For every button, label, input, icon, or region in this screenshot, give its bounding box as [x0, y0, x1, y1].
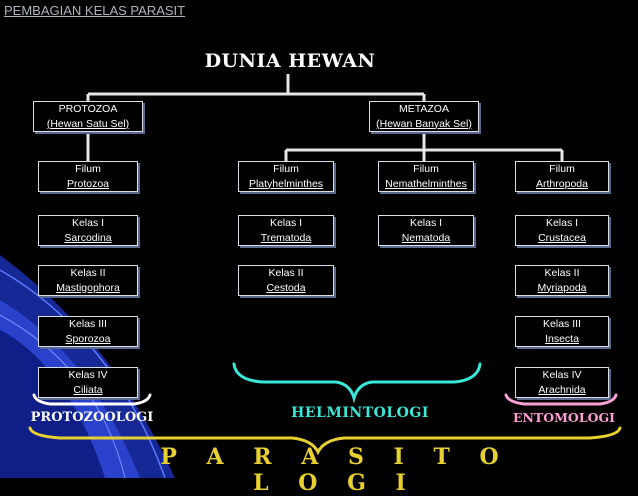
- node-kelas-trematoda: Kelas I Trematoda: [238, 215, 334, 246]
- node-kelas-crustacea: Kelas I Crustacea: [515, 215, 609, 246]
- field-helmintologi: HELMINTOLOGI: [291, 405, 429, 421]
- node-name: PROTOZOA: [58, 102, 118, 115]
- node-line-1: Kelas II: [268, 266, 304, 279]
- node-kelas-mastigophora: Kelas II Mastigophora: [38, 265, 138, 296]
- node-line-1: Kelas I: [269, 216, 303, 229]
- node-kelas-sporozoa: Kelas III Sporozoa: [38, 316, 138, 347]
- node-protozoa: PROTOZOA (Hewan Satu Sel): [33, 101, 143, 132]
- node-filum-nemathelminthes: Filum Nemathelminthes: [378, 161, 474, 192]
- node-line-1: Kelas II: [70, 266, 106, 279]
- node-kelas-arachnida: Kelas IV Arachnida: [515, 367, 609, 398]
- node-line-1: Kelas I: [409, 216, 443, 229]
- node-line-1: Kelas II: [544, 266, 580, 279]
- slide-title: PEMBAGIAN KELAS PARASIT: [4, 3, 186, 18]
- protozoologi-brace: [32, 393, 152, 406]
- field-protozoologi: PROTOZOOLOGI: [30, 410, 154, 425]
- node-line-1: Kelas III: [69, 317, 107, 330]
- slide-background: [0, 74, 622, 478]
- node-line-2: Mastigophora: [56, 281, 120, 294]
- node-kelas-nematoda: Kelas I Nematoda: [378, 215, 474, 246]
- connector-lines: [86, 74, 564, 161]
- node-line-2: Sporozoa: [65, 332, 111, 345]
- node-kelas-insecta: Kelas III Insecta: [515, 316, 609, 347]
- node-kelas-myriapoda: Kelas II Myriapoda: [515, 265, 609, 296]
- node-line-1: Filum: [549, 162, 575, 175]
- node-line-2: Myriapoda: [537, 281, 587, 294]
- helmintologi-brace: [232, 362, 482, 404]
- node-line-2: Insecta: [545, 332, 579, 345]
- node-line-2: Nemathelminthes: [385, 177, 467, 190]
- node-line-2: Arthropoda: [536, 177, 588, 190]
- node-line-2: Protozoa: [66, 177, 110, 190]
- parasitologi-brace: [28, 426, 622, 456]
- field-parasitologi: P A R A S I T O L O G I: [160, 444, 510, 496]
- node-filum-arthropoda: Filum Arthropoda: [515, 161, 609, 192]
- node-line-2: Nematoda: [401, 231, 451, 244]
- node-line-1: Kelas I: [71, 216, 105, 229]
- entomologi-brace: [504, 393, 618, 406]
- node-line-1: Kelas III: [543, 317, 581, 330]
- node-line-1: Filum: [273, 162, 299, 175]
- node-line-1: Kelas I: [545, 216, 579, 229]
- node-line-2: Platyhelminthes: [248, 177, 324, 190]
- node-filum-platyhelminthes: Filum Platyhelminthes: [238, 161, 334, 192]
- node-kelas-sarcodina: Kelas I Sarcodina: [38, 215, 138, 246]
- node-line-1: Kelas IV: [68, 368, 108, 381]
- node-line-1: Filum: [75, 162, 101, 175]
- node-line-2: Trematoda: [260, 231, 312, 244]
- node-kelas-cestoda: Kelas II Cestoda: [238, 265, 334, 296]
- node-kelas-ciliata: Kelas IV Ciliata: [38, 367, 138, 398]
- root-title-dunia-hewan: DUNIA HEWAN: [204, 50, 376, 72]
- field-entomologi: ENTOMOLOGI: [512, 410, 616, 425]
- node-line-2: Sarcodina: [64, 231, 112, 244]
- node-metazoa: METAZOA (Hewan Banyak Sel): [369, 101, 479, 132]
- node-line-1: Kelas IV: [542, 368, 582, 381]
- node-line-2: Cestoda: [266, 281, 306, 294]
- node-line-2: Ciliata: [73, 383, 103, 396]
- node-line-2: Arachnida: [538, 383, 586, 396]
- field-braces: [28, 362, 622, 456]
- node-desc: (Hewan Banyak Sel): [376, 117, 472, 130]
- node-line-2: Crustacea: [538, 231, 586, 244]
- node-filum-protozoa: Filum Protozoa: [38, 161, 138, 192]
- node-line-1: Filum: [413, 162, 439, 175]
- node-desc: (Hewan Satu Sel): [46, 117, 130, 130]
- node-name: METAZOA: [399, 102, 449, 115]
